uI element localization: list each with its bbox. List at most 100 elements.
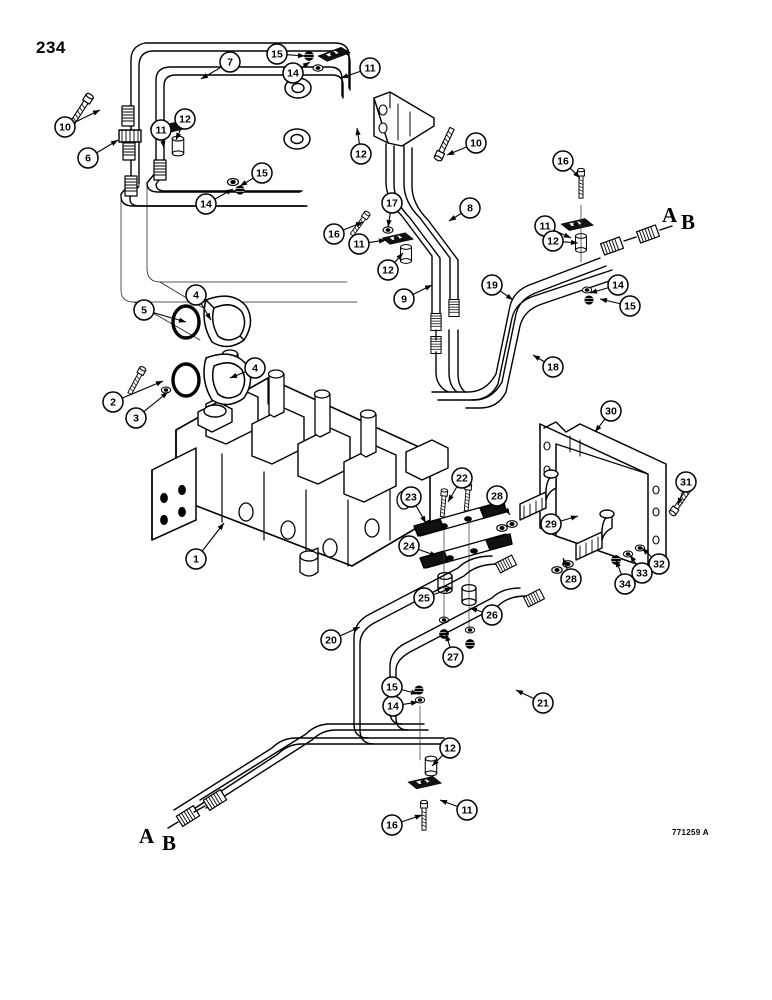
callout-bubble [459,197,481,219]
callout-bubble [600,400,622,422]
callout-bubble [348,233,370,255]
callout-arrowhead [444,587,452,593]
callout-arrowhead [516,690,524,696]
callout-bubble [614,573,636,595]
callout-arrowhead [447,149,455,155]
callout-9: 9 [393,284,433,310]
callout-33: 33 [629,554,653,584]
callout-number: 10 [59,122,71,134]
callout-arrowhead [92,110,100,116]
callout-11: 11 [439,799,478,821]
callout-2: 2 [102,380,164,413]
callout-bubble [150,119,172,141]
callout-bubble [400,486,422,508]
callout-arrowhead [355,222,363,228]
callout-number: 16 [386,820,398,832]
callout-number: 27 [447,652,459,664]
callout-number: 4 [193,290,199,302]
callout-arrowhead [449,215,457,221]
callout-number: 2 [110,397,116,409]
callout-leader [122,380,164,399]
callout-arrowhead [573,171,580,178]
callout-14: 14 [382,695,419,717]
callout-arrowhead [677,497,683,505]
callout-bubble [442,646,464,668]
callout-arrowhead [205,312,211,320]
callout-number: 16 [557,156,569,168]
callout-bubble [451,467,473,489]
callout-number: 12 [179,114,191,126]
callout-arrowhead [600,298,608,304]
callout-32: 32 [641,547,670,575]
callout-14: 14 [282,61,311,84]
callout-number: 19 [486,280,498,292]
callout-number: 12 [444,743,456,755]
callout-bubble [675,471,697,493]
callout-number: 17 [386,198,398,210]
callout-12: 12 [350,127,372,165]
callout-bubble [219,51,241,73]
callout-number: 21 [537,698,549,710]
callout-number: 30 [605,406,617,418]
callout-arrowhead [533,355,541,361]
callout-29: 29 [540,513,579,535]
callout-12: 12 [542,230,579,252]
callout-arrowhead [448,494,454,502]
callout-arrowhead [470,607,478,613]
callout-27: 27 [442,633,464,668]
callout-arrowhead [440,799,448,805]
callout-number: 25 [418,593,430,605]
callout-number: 31 [680,477,692,489]
callout-number: 3 [133,413,139,425]
callout-3: 3 [125,391,169,429]
callout-arrowhead [160,392,168,399]
callout-bubble [54,116,76,138]
callout-arrowhead [570,239,578,246]
callout-16: 16 [381,814,423,836]
callout-arrowhead [505,293,513,300]
callout-arrowhead [386,219,392,227]
callout-number: 14 [612,280,624,292]
callout-arrowhead [217,523,224,531]
callout-number: 11 [155,125,166,137]
callout-bubble [320,629,342,651]
callout-bubble [465,132,487,154]
callout-bubble [282,62,304,84]
callout-bubble [481,274,503,296]
callout-bubble [359,57,381,79]
callout-30: 30 [594,400,622,433]
callout-number: 22 [456,473,468,485]
callout-10: 10 [446,132,487,156]
callout-number: 11 [353,239,364,251]
callout-1: 1 [185,522,225,570]
callout-number: 23 [405,492,417,504]
callout-bubble [77,147,99,169]
callout-number: 15 [386,682,398,694]
callout-24: 24 [398,535,438,557]
callout-bubble [542,356,564,378]
callout-23: 23 [400,486,427,524]
callout-4: 4 [229,357,266,379]
callout-number: 12 [547,236,559,248]
callout-arrowhead [201,73,209,79]
callout-bubble [133,299,155,321]
callout-bubble [439,737,461,759]
callout-arrowhead [302,62,310,68]
callout-12: 12 [377,252,404,281]
callout-arrowhead [630,555,637,563]
callout-bubble [381,814,403,836]
callout-arrowhead [178,317,186,323]
callout-number: 8 [467,203,473,215]
callout-number: 28 [565,574,577,586]
callout-15: 15 [599,295,641,317]
callout-arrowhead [595,424,602,432]
callout-bubble [456,799,478,821]
callout-bubble [393,288,415,310]
callout-number: 7 [227,57,233,69]
callout-5: 5 [133,299,187,323]
port-label-a-top: A [662,203,678,227]
callout-bubble [125,407,147,429]
